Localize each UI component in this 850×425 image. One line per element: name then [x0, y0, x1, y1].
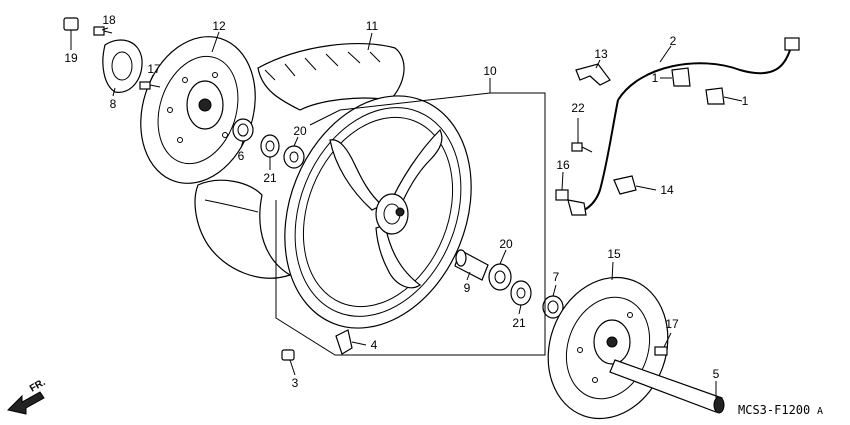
direction-label: FR. [28, 377, 48, 395]
front-axle [609, 359, 725, 414]
callout-3: 3 [292, 376, 299, 390]
speed-sensor-assembly [555, 37, 800, 216]
callout-7: 7 [553, 270, 560, 284]
callout-17-left: 17 [147, 62, 161, 76]
right-hub-components [454, 249, 532, 306]
callout-20-left: 20 [293, 124, 307, 138]
callout-18: 18 [102, 13, 116, 27]
callout-2: 2 [670, 34, 677, 48]
callout-11: 11 [366, 19, 379, 33]
callout-22: 22 [571, 101, 585, 115]
left-brake-disc [140, 36, 256, 184]
tire [194, 42, 405, 279]
callout-15: 15 [607, 247, 621, 261]
right-collar [542, 295, 564, 319]
callout-6: 6 [238, 149, 245, 163]
callout-10: 10 [483, 64, 497, 78]
callout-13: 13 [594, 47, 608, 61]
assembly-boundary [275, 92, 546, 356]
right-brake-disc [547, 276, 669, 420]
callout-21-right: 21 [512, 316, 526, 330]
leader-lines [70, 27, 743, 398]
callout-4: 4 [371, 338, 378, 352]
diagram-code-suffix: A [817, 406, 823, 417]
callout-5: 5 [713, 367, 720, 381]
bolts-upper-left [63, 17, 161, 90]
callout-14: 14 [660, 183, 674, 197]
wheel-rim [284, 95, 472, 329]
speedometer-gear-hub [102, 39, 143, 93]
callout-8: 8 [110, 97, 117, 111]
callout-16: 16 [556, 158, 570, 172]
callout-1-lower: 1 [742, 94, 749, 108]
tire-valve [281, 329, 353, 361]
callout-17-right: 17 [665, 317, 679, 331]
callout-1-upper: 1 [652, 71, 659, 85]
callout-numbers: 18 19 12 11 17 8 10 6 20 21 13 2 1 1 22 … [64, 13, 748, 390]
callout-12: 12 [212, 19, 226, 33]
front-direction-arrow: FR. [7, 377, 48, 415]
callout-21-left: 21 [263, 171, 277, 185]
diagram-code: MCS3-F1200 [738, 403, 810, 417]
callout-19: 19 [64, 51, 78, 65]
callout-20-right: 20 [499, 237, 513, 251]
callout-9: 9 [464, 281, 471, 295]
left-hub-components [232, 118, 305, 169]
